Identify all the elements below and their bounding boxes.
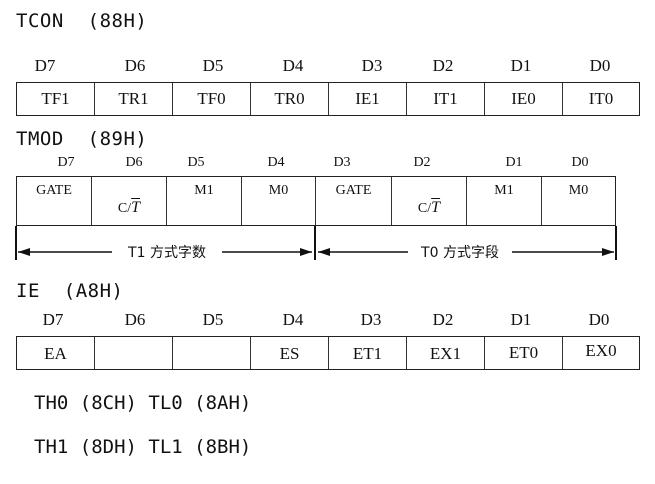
tcon-bit-d4: D4	[282, 56, 304, 75]
tcon-cell-tr0: TR0	[251, 83, 329, 115]
tmod-ct-t1-prefix: C/	[117, 201, 132, 216]
tmod-bit-d2: D2	[413, 155, 431, 170]
ie-bit-d5: D5	[202, 310, 224, 329]
ie-cell-es: ES	[251, 337, 329, 369]
tmod-cell-m1-t1: M1	[167, 177, 242, 225]
tmod-bit-d0: D0	[571, 155, 589, 170]
tmod-cell-m1-t0: M1	[467, 177, 542, 225]
ie-title: IE (A8H)	[16, 280, 124, 302]
tcon-bit-d7: D7	[34, 56, 56, 75]
ie-register-row: EA ES ET1 EX1 ET0 EX0	[16, 336, 640, 370]
tmod-span-arrows	[15, 226, 617, 260]
tcon-bit-d0: D0	[589, 56, 611, 75]
ie-bit-d4: D4	[282, 310, 304, 329]
t0-right-arrowhead-icon	[602, 248, 614, 256]
tcon-cell-tf1: TF1	[17, 83, 95, 115]
tmod-bit-d7: D7	[57, 155, 75, 170]
ie-cell-ex1: EX1	[407, 337, 485, 369]
ie-bit-d3: D3	[360, 310, 382, 329]
ie-bit-labels: D7 D6 D5 D4 D3 D2 D1 D0	[16, 310, 640, 332]
tmod-bit-d6: D6	[125, 155, 143, 170]
ie-bit-d1: D1	[510, 310, 532, 329]
t1-right-arrowhead-icon	[300, 248, 312, 256]
tmod-cell-m0-t0: M0	[568, 183, 589, 198]
tcon-cell-tr1: TR1	[95, 83, 173, 115]
t0-left-arrowhead-icon	[318, 248, 330, 256]
tmod-register-row: GATE C/T M1 M0 GATE C/T M1 M0	[16, 176, 616, 226]
tmod-ct-t1-bar: T	[131, 199, 141, 216]
ie-bit-d2: D2	[432, 310, 454, 329]
tmod-cell-gate-t1: GATE	[17, 177, 92, 225]
ie-bit-d6: D6	[124, 310, 146, 329]
tcon-cell-tf0: TF0	[173, 83, 251, 115]
tmod-cell-ct-t1: C/T	[92, 177, 167, 225]
tcon-bit-d6: D6	[124, 56, 146, 75]
tcon-cell-it1: IT1	[407, 83, 485, 115]
tmod-bit-labels: D7 D6 D5 D4 D3 D2 D1 D0	[16, 155, 616, 175]
tmod-cell-gate-t0: GATE	[316, 177, 392, 225]
ie-cell-ex0: EX0	[585, 341, 617, 360]
tmod-cell-m0-t1: M0	[242, 177, 316, 225]
ie-cell-et1: ET1	[329, 337, 407, 369]
ie-cell-reserved-d6	[95, 337, 173, 369]
tcon-bit-d2: D2	[432, 56, 454, 75]
tmod-bit-d3: D3	[333, 155, 351, 170]
tcon-cell-ie1: IE1	[329, 83, 407, 115]
tcon-cell-ie0: IE0	[485, 83, 563, 115]
tcon-bit-d1: D1	[510, 56, 532, 75]
tcon-bit-d5: D5	[202, 56, 224, 75]
ie-cell-reserved-d5	[173, 337, 251, 369]
tcon-title: TCON (88H)	[16, 10, 148, 32]
tmod-cell-ct-t0: C/T	[392, 177, 467, 225]
ie-cell-et0: ET0	[485, 337, 563, 369]
tmod-ct-t0-bar: T	[431, 199, 441, 216]
t1-left-arrowhead-icon	[18, 248, 30, 256]
tcon-bit-labels: D7 D6 D5 D4 D3 D2 D1 D0	[16, 56, 640, 78]
ie-cell-ea: EA	[17, 337, 95, 369]
footer-line-timer0: TH0 (8CH) TL0 (8AH)	[34, 392, 252, 414]
tmod-bit-d1: D1	[505, 155, 523, 170]
tmod-bit-d4: D4	[267, 155, 285, 170]
tcon-cell-it0: IT0	[588, 89, 614, 108]
tcon-bit-d3: D3	[361, 56, 383, 75]
tmod-title: TMOD (89H)	[16, 128, 148, 150]
t0-mode-label: T0 方式字段	[421, 245, 499, 261]
tmod-bit-d5: D5	[187, 155, 205, 170]
ie-bit-d0: D0	[588, 310, 610, 329]
footer-line-timer1: TH1 (8DH) TL1 (8BH)	[34, 436, 252, 458]
tcon-register-row: TF1 TR1 TF0 TR0 IE1 IT1 IE0 IT0	[16, 82, 640, 116]
ie-bit-d7: D7	[42, 310, 64, 329]
t1-mode-label: T1 方式字数	[128, 245, 206, 261]
tmod-ct-t0-prefix: C/	[417, 201, 432, 216]
